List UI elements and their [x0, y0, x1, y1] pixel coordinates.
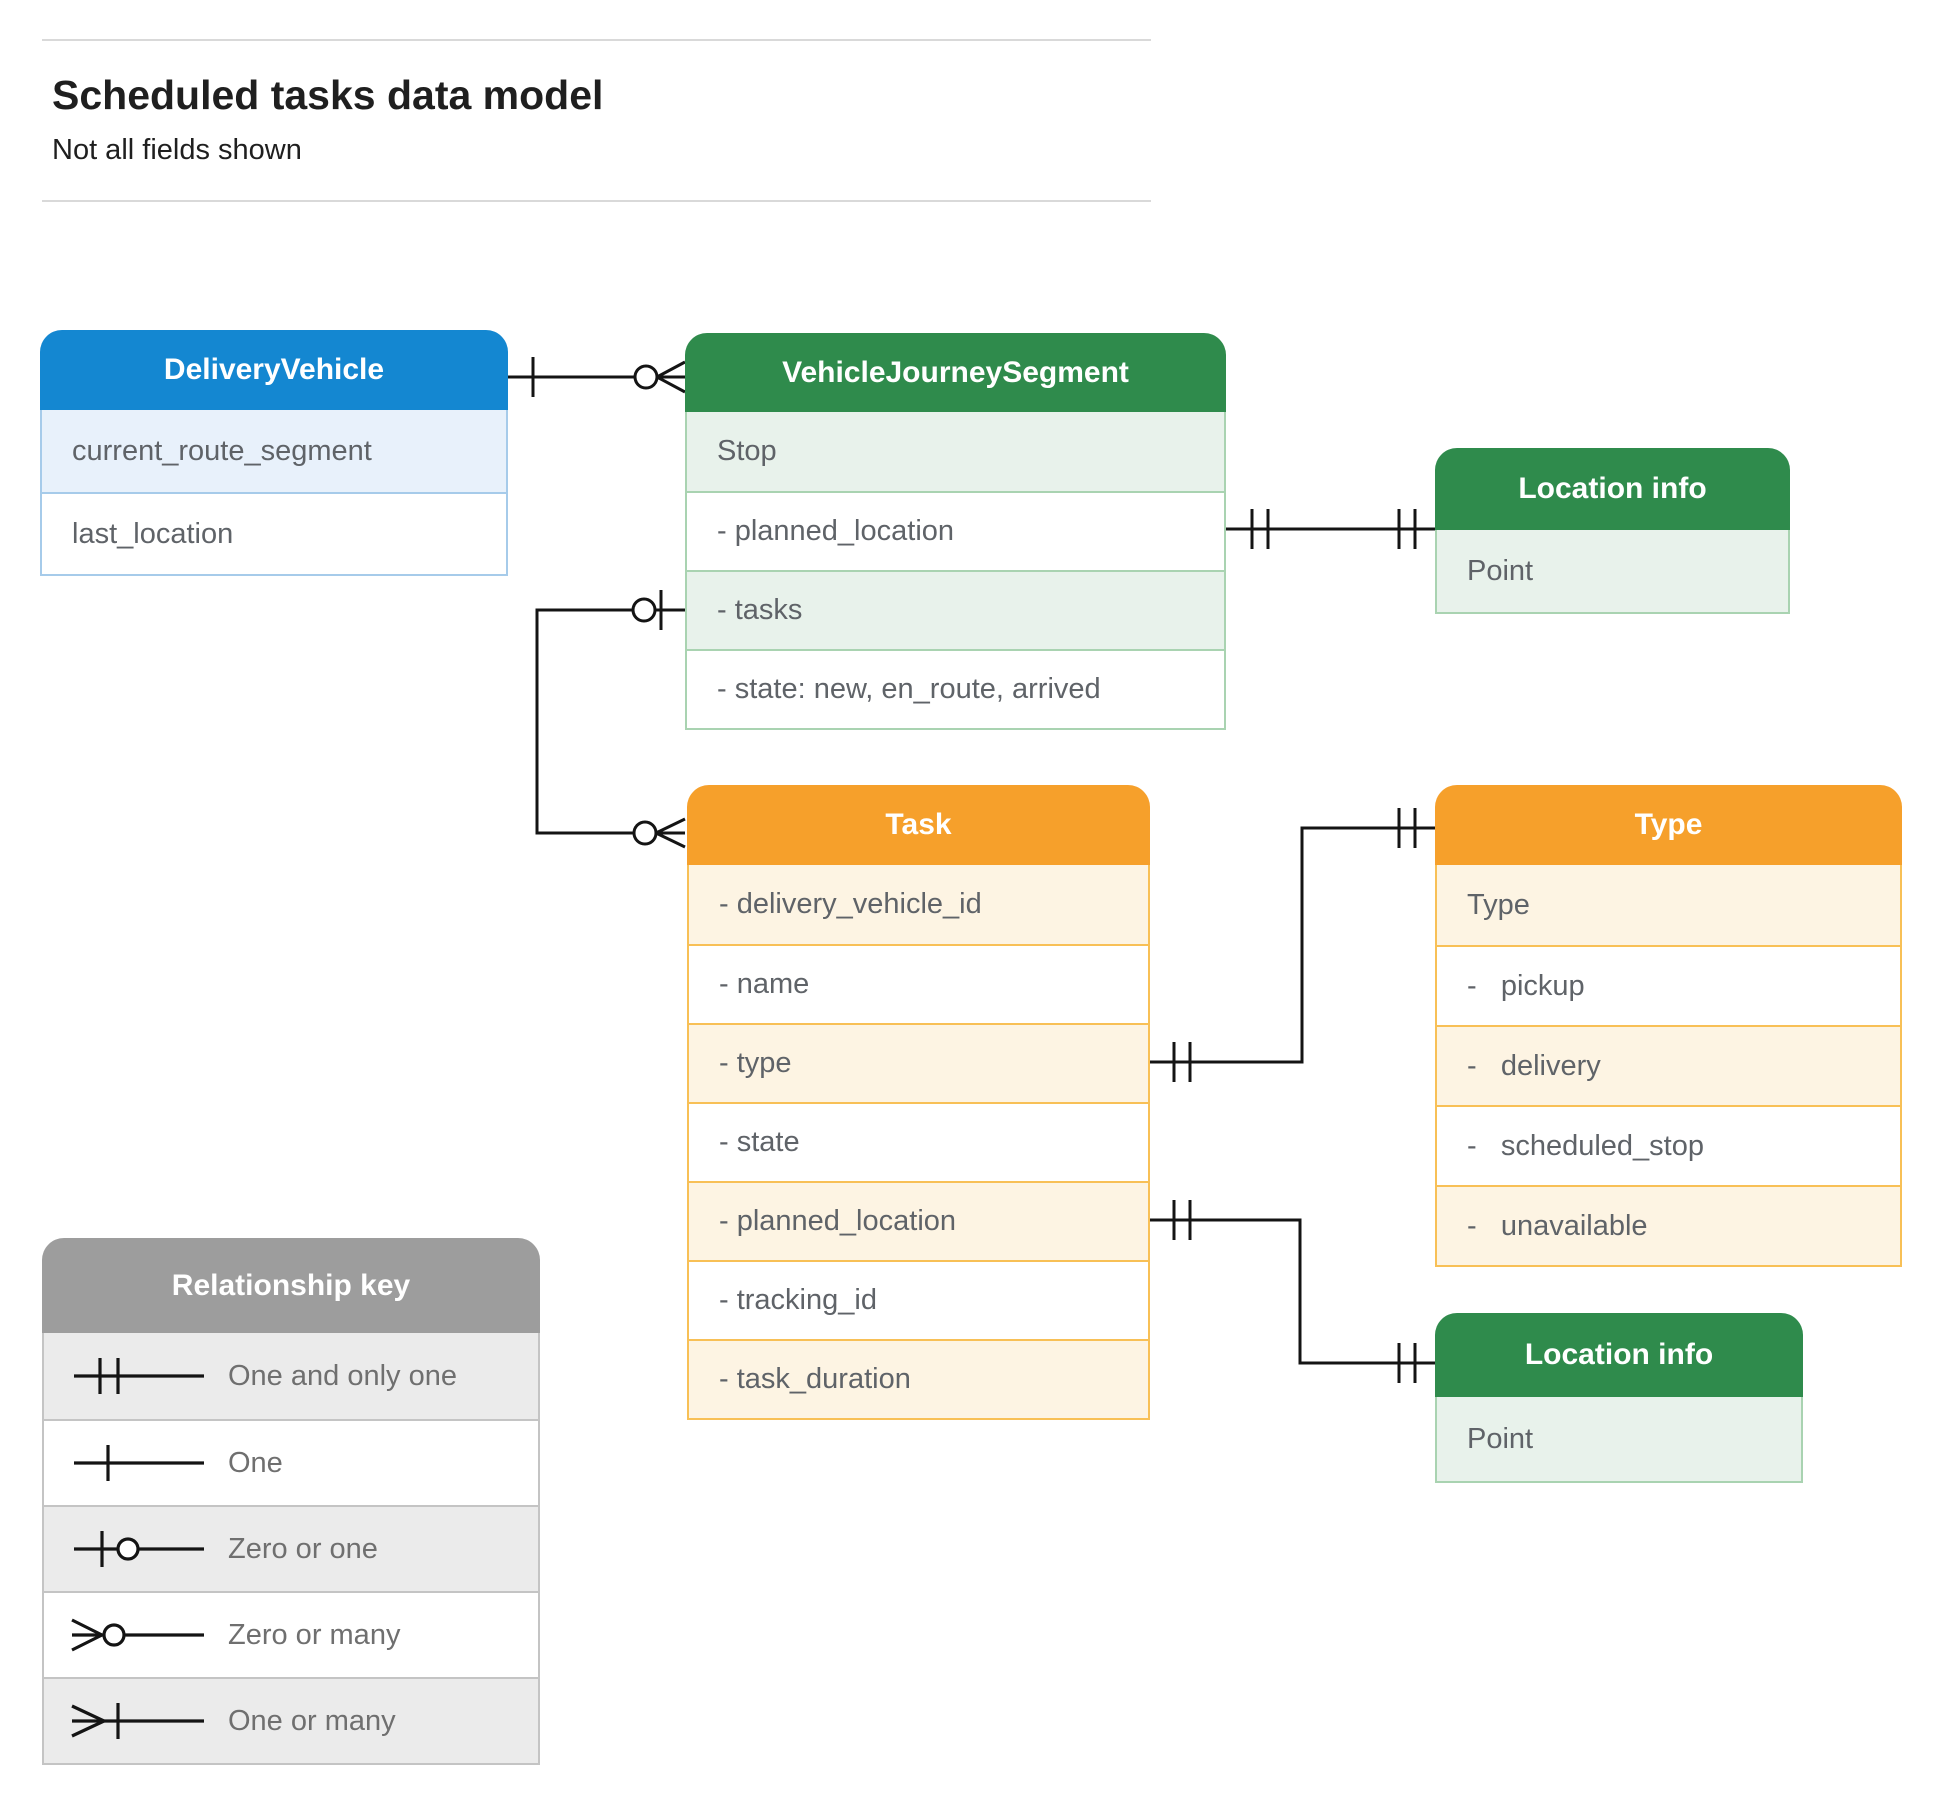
legend-label: One and only one	[228, 1359, 457, 1392]
field-scheduled-stop: - scheduled_stop	[1437, 1105, 1900, 1185]
page-title: Scheduled tasks data model	[52, 72, 604, 118]
entity-delivery-vehicle-title: DeliveryVehicle	[40, 330, 508, 410]
legend-label: Zero or one	[228, 1532, 378, 1565]
subtitle-rule	[42, 200, 1151, 202]
field-delivery: - delivery	[1437, 1025, 1900, 1105]
legend-label: Zero or many	[228, 1618, 401, 1651]
entity-delivery-vehicle: DeliveryVehicle current_route_segment la…	[40, 330, 508, 576]
entity-vehicle-journey-segment-title: VehicleJourneySegment	[685, 333, 1226, 412]
field-tasks: - tasks	[687, 570, 1224, 649]
field-delivery-vehicle-id: - delivery_vehicle_id	[689, 865, 1148, 944]
connector-segment-task	[535, 590, 686, 849]
legend-item-one-and-only-one: One and only one	[44, 1333, 538, 1419]
entity-type-title: Type	[1435, 785, 1902, 865]
zero-or-one-icon	[74, 1531, 204, 1567]
field-point-bottom: Point	[1437, 1397, 1801, 1481]
field-type: - type	[689, 1023, 1148, 1102]
relationship-key-title: Relationship key	[42, 1238, 540, 1333]
legend-label: One or many	[228, 1704, 396, 1737]
field-point: Point	[1437, 530, 1788, 612]
field-last-location: last_location	[42, 492, 506, 574]
legend-item-one: One	[44, 1419, 538, 1505]
entity-location-info-bottom-title: Location info	[1435, 1313, 1803, 1397]
field-name: - name	[689, 944, 1148, 1023]
legend-label: One	[228, 1446, 283, 1479]
page-subtitle: Not all fields shown	[52, 134, 302, 166]
field-planned-location: - planned_location	[687, 491, 1224, 570]
one-and-only-one-icon	[74, 1358, 204, 1394]
legend-item-one-or-many: One or many	[44, 1677, 538, 1763]
field-unavailable: - unavailable	[1437, 1185, 1900, 1265]
relationship-key: Relationship key One and only one One Ze…	[42, 1238, 540, 1765]
connector-segment-locationinfo-top	[1226, 509, 1435, 549]
one-or-many-icon	[71, 1703, 204, 1739]
field-stop: Stop	[687, 412, 1224, 491]
legend-item-zero-or-one: Zero or one	[44, 1505, 538, 1591]
top-rule	[42, 39, 1151, 41]
entity-location-info-bottom: Location info Point	[1435, 1313, 1803, 1483]
field-task-state: - state	[689, 1102, 1148, 1181]
entity-task: Task - delivery_vehicle_id - name - type…	[687, 785, 1150, 1420]
field-pickup: - pickup	[1437, 945, 1900, 1025]
legend-item-zero-or-many: Zero or many	[44, 1591, 538, 1677]
entity-location-info-top-title: Location info	[1435, 448, 1790, 530]
connector-task-type	[1150, 808, 1435, 1082]
entity-task-title: Task	[687, 785, 1150, 865]
entity-location-info-top: Location info Point	[1435, 448, 1790, 614]
field-task-planned-location: - planned_location	[689, 1181, 1148, 1260]
connector-deliveryvehicle-vehiclejourneysegment	[508, 357, 686, 397]
zero-or-many-icon	[71, 1618, 204, 1652]
field-type-type: Type	[1437, 865, 1900, 945]
entity-type: Type Type - pickup - delivery - schedule…	[1435, 785, 1902, 1267]
field-task-duration: - task_duration	[689, 1339, 1148, 1418]
connector-task-locationinfo-bottom	[1150, 1200, 1435, 1383]
field-state: - state: new, en_route, arrived	[687, 649, 1224, 728]
field-current-route-segment: current_route_segment	[42, 410, 506, 492]
one-icon	[74, 1445, 204, 1481]
field-tracking-id: - tracking_id	[689, 1260, 1148, 1339]
entity-vehicle-journey-segment: VehicleJourneySegment Stop - planned_loc…	[685, 333, 1226, 730]
